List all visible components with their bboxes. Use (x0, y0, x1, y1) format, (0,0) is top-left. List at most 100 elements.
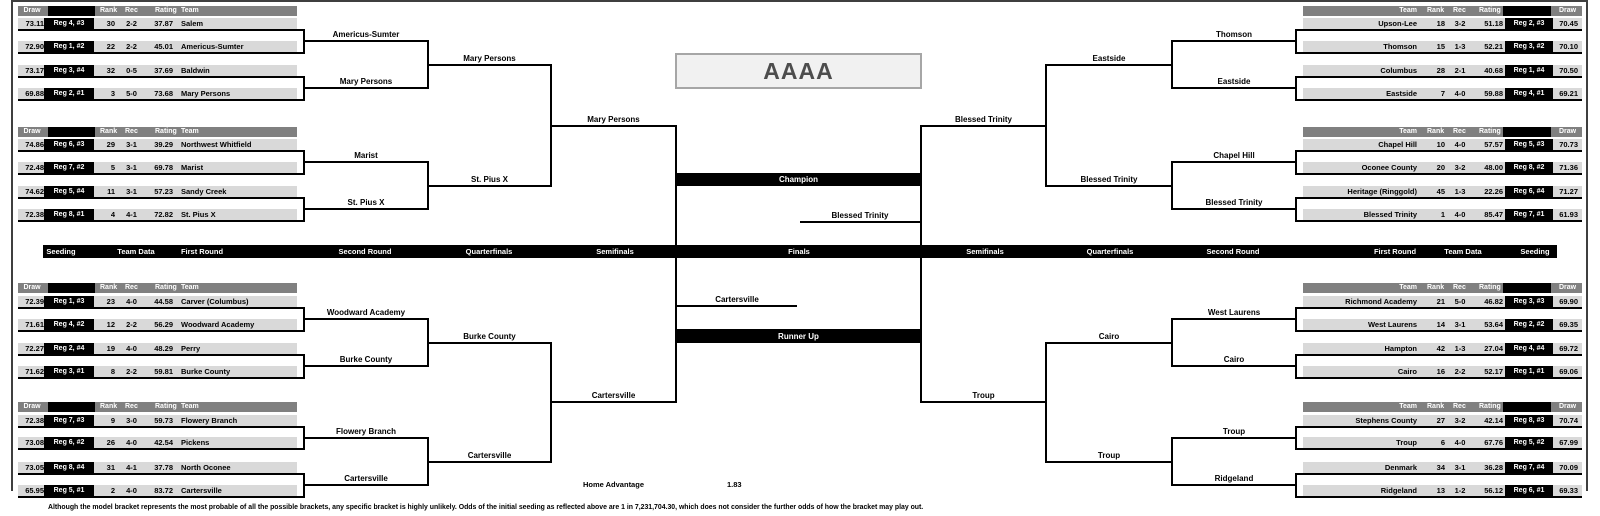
rank-value: 26 (106, 438, 115, 447)
col-rec: Rec (1453, 284, 1466, 291)
row-band (1303, 186, 1582, 197)
record-value: 5-0 (126, 89, 137, 98)
seed-chip: Reg 7, #4 (1505, 462, 1553, 473)
draw-value: 74.62 (25, 187, 44, 196)
rank-value: 6 (1440, 438, 1445, 447)
team-row: Ridgeland 13 1-2 56.12 Reg 6, #1 69.33 (1297, 485, 1582, 498)
first-round-winner: West Laurens (1173, 308, 1295, 320)
team-name: St. Pius X (181, 210, 216, 219)
rating-value: 59.73 (154, 416, 173, 425)
team-row: Blessed Trinity 1 4-0 85.47 Reg 7, #1 61… (1297, 209, 1582, 222)
col-draw: Draw (1558, 7, 1577, 14)
record-value: 5-0 (1454, 297, 1466, 306)
rank-value: 16 (1436, 367, 1445, 376)
bracket-line (550, 342, 552, 463)
bracket-line (427, 40, 429, 89)
team-row: 73.17 Reg 3, #4 32 0-5 37.69 Baldwin (18, 65, 303, 78)
rank-value: 34 (1436, 463, 1445, 472)
record-value: 4-0 (1454, 210, 1466, 219)
rating-value: 44.58 (154, 297, 173, 306)
winner-label: St. Pius X (347, 198, 385, 207)
first-round-winner: Cairo (1173, 355, 1295, 367)
team-row: 73.05 Reg 8, #4 31 4-1 37.78 North Ocone… (18, 462, 303, 475)
team-row: 69.88 Reg 2, #1 3 5-0 73.68 Mary Persons (18, 88, 303, 101)
rank-value: 10 (1436, 140, 1445, 149)
draw-value: 69.72 (1559, 344, 1578, 353)
bracket-line (303, 354, 305, 379)
first-round-winner: St. Pius X (305, 198, 427, 210)
col-draw: Draw (23, 403, 41, 410)
first-round-winner: Troup (1173, 427, 1295, 439)
team-name: Americus-Sumter (181, 42, 244, 51)
round-label-quarterfinals-right: Quarterfinals (1086, 247, 1134, 256)
team-row: Stephens County 27 3-2 42.14 Reg 8, #3 7… (1297, 415, 1582, 428)
row-band (18, 209, 297, 220)
col-rank: Rank (1427, 7, 1445, 14)
rating-value: 56.29 (154, 320, 173, 329)
winner-label: Americus-Sumter (332, 30, 400, 39)
col-rating: Rating (1479, 7, 1501, 14)
team-row: Thomson 15 1-3 52.21 Reg 3, #2 70.10 (1297, 41, 1582, 54)
draw-value: 72.48 (25, 163, 44, 172)
second-round-winner: St. Pius X (429, 175, 550, 187)
header-seed-cell (48, 127, 95, 137)
record-value: 4-1 (126, 463, 137, 472)
row-band (1303, 209, 1582, 220)
bracket-line (1295, 307, 1297, 332)
rating-value: 56.12 (1484, 486, 1503, 495)
team-name: Troup (1396, 438, 1417, 447)
second-round-winner: Cairo (1047, 332, 1171, 344)
record-value: 2-2 (1454, 367, 1466, 376)
record-value: 2-2 (126, 19, 137, 28)
table-header: Draw Rank Rec Rating Team (18, 127, 303, 137)
round-label-semifinals-right: Semifinals (966, 247, 1004, 256)
seed-chip: Reg 1, #2 (44, 41, 94, 52)
row-band (1303, 485, 1582, 496)
col-team: Team (1399, 284, 1417, 291)
winner-label: Cairo (1223, 355, 1245, 364)
rating-value: 39.29 (154, 140, 173, 149)
col-rating: Rating (1479, 403, 1501, 410)
winner-label: Cartersville (467, 451, 512, 460)
second-round-winner: Eastside (1047, 54, 1171, 66)
draw-value: 72.38 (25, 210, 44, 219)
record-value: 3-0 (126, 416, 137, 425)
bracket-line (1171, 318, 1173, 367)
col-rank: Rank (100, 403, 118, 410)
seed-chip: Reg 8, #1 (44, 209, 94, 220)
classification-title: AAAA (763, 57, 834, 84)
draw-value: 69.90 (1559, 297, 1578, 306)
table-header: Team Rank Rec Rating Draw (1297, 402, 1582, 412)
bracket-line (303, 76, 305, 101)
record-value: 2-2 (126, 42, 137, 51)
team-name: Cairo (1397, 367, 1417, 376)
winner-label: Blessed Trinity (1205, 198, 1263, 207)
bracket-line (427, 437, 429, 486)
draw-value: 72.27 (25, 344, 44, 353)
rank-value: 22 (106, 42, 115, 51)
seed-chip: Reg 1, #4 (1505, 65, 1553, 76)
first-round-winner: Eastside (1173, 77, 1295, 89)
seed-chip: Reg 6, #2 (44, 437, 94, 448)
col-draw: Draw (1558, 403, 1577, 410)
winner-label: Woodward Academy (326, 308, 406, 317)
team-row: Cairo 16 2-2 52.17 Reg 1, #1 69.06 (1297, 366, 1582, 379)
col-rank: Rank (1427, 403, 1445, 410)
draw-value: 61.93 (1559, 210, 1578, 219)
header-seed-cell (1503, 6, 1551, 16)
record-value: 3-1 (126, 140, 137, 149)
rating-value: 40.68 (1484, 66, 1503, 75)
record-value: 4-0 (126, 297, 137, 306)
col-draw: Draw (1558, 128, 1577, 135)
col-rating: Rating (155, 7, 177, 14)
first-round-winner: Ridgeland (1173, 474, 1295, 486)
draw-value: 69.06 (1559, 367, 1578, 376)
table-header: Team Rank Rec Rating Draw (1297, 6, 1582, 16)
record-value: 1-3 (1454, 344, 1466, 353)
row-band (18, 88, 297, 99)
winner-label: Burke County (339, 355, 393, 364)
team-name: Thomson (1383, 42, 1417, 51)
team-name: Blessed Trinity (1363, 210, 1417, 219)
draw-value: 73.17 (25, 66, 44, 75)
header-seed-cell (48, 6, 95, 16)
